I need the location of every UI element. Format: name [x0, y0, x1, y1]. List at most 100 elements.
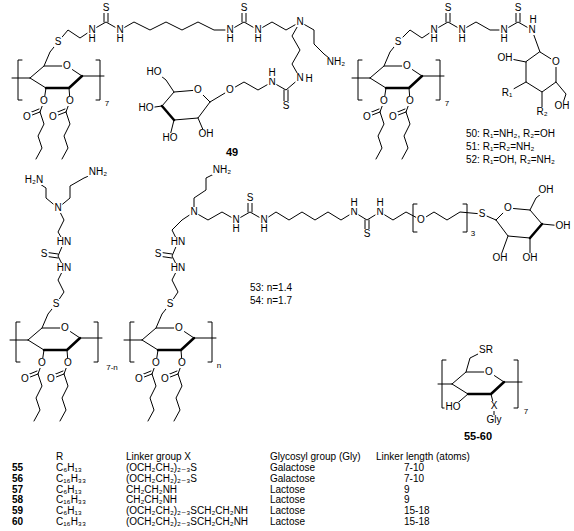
- atom-label: HO: [445, 402, 462, 412]
- atom-label: O: [551, 57, 561, 67]
- atom-label: H: [457, 34, 466, 44]
- atom-label: O: [39, 96, 49, 106]
- note-text: 52: R₁=OH, R₂=NH₂: [466, 155, 555, 165]
- atom-label: X: [490, 401, 499, 411]
- atom-label: S: [246, 193, 255, 203]
- atom-label: O: [503, 203, 513, 213]
- atom-label: O: [60, 323, 70, 333]
- table-cell: 15-18: [404, 506, 430, 516]
- repeat-subscript: 7: [105, 100, 109, 108]
- atom-label: S: [154, 249, 163, 259]
- atom-label: NH₂: [88, 167, 108, 177]
- atom-label: O: [484, 367, 494, 377]
- atom-label: O: [63, 358, 73, 368]
- table-cell: (OCH₂CH₂)₂₋₃S: [126, 463, 197, 473]
- atom-label: HN: [56, 263, 72, 273]
- atom-label: S: [52, 299, 61, 309]
- atom-label: O: [62, 61, 72, 71]
- repeat-subscript: 3: [471, 230, 475, 238]
- atom-label: N: [527, 25, 536, 35]
- table-cell: Lactose: [270, 506, 305, 516]
- atom-label: S: [394, 37, 403, 47]
- atom-label: O: [174, 323, 184, 333]
- atom-label: O: [379, 96, 389, 106]
- atom-label: HN: [170, 237, 186, 247]
- atom-label: H: [115, 34, 124, 44]
- repeat-subscript: 7: [445, 100, 449, 108]
- table-cell: (OCH₂CH₂)₂₋₃SCH₂CH₂NH: [126, 517, 248, 527]
- atom-label: OH: [554, 101, 571, 111]
- atom-label: S: [102, 3, 111, 13]
- table-cell: Galactose: [270, 463, 315, 473]
- table-cell: C₆H₁₃: [56, 485, 82, 495]
- atom-label: H: [429, 34, 438, 44]
- atom-label: O: [65, 96, 75, 106]
- atom-label: NH₂: [326, 57, 346, 67]
- note-text: 51: R₁=R₂=NH₂: [466, 142, 534, 152]
- compound-number: 55-60: [464, 431, 492, 442]
- atom-label: H: [499, 34, 508, 44]
- table-cell: CH₂CH₂NH: [126, 495, 177, 505]
- repeat-subscript: 7: [524, 408, 528, 416]
- table-cell: 7-10: [404, 474, 424, 484]
- atom-label: HN: [170, 263, 186, 273]
- table-cell: Linker length (atoms): [376, 452, 470, 462]
- atom-label: H: [225, 34, 234, 44]
- table-cell: (OCH₂CH₂)₂₋₃SCH₂CH₂NH: [126, 506, 248, 516]
- table-cell: Galactose: [270, 474, 315, 484]
- atom-label: O: [225, 85, 235, 95]
- atom-label: H: [259, 224, 268, 234]
- atom-label: H: [87, 34, 96, 44]
- atom-label: H: [528, 15, 537, 25]
- table-cell: 59: [12, 506, 23, 516]
- atom-label: O: [402, 61, 412, 71]
- atom-label: S: [166, 299, 175, 309]
- atom-label: H: [375, 198, 384, 208]
- atom-label: S: [40, 249, 49, 259]
- table-cell: 55: [12, 463, 23, 473]
- atom-label: O: [193, 85, 203, 95]
- table-cell: 60: [12, 517, 23, 527]
- atom-label: N: [295, 17, 304, 27]
- atom-label: HN: [56, 237, 72, 247]
- table-cell: 57: [12, 485, 23, 495]
- atom-label: O: [48, 112, 58, 122]
- atom-label: N: [189, 207, 198, 217]
- table-cell: 9: [404, 485, 410, 495]
- atom-label: O: [416, 215, 426, 225]
- atom-label: O: [20, 374, 30, 384]
- atom-label: R₁: [501, 88, 514, 98]
- table-cell: 7-10: [404, 463, 424, 473]
- table-cell: Lactose: [270, 495, 305, 505]
- table-cell: C₁₆H₃₃: [56, 495, 86, 505]
- atom-label: H: [267, 68, 276, 78]
- atom-label: S: [54, 37, 63, 47]
- atom-label: OH: [538, 185, 555, 195]
- table-cell: 58: [12, 495, 23, 505]
- atom-label: HO: [146, 67, 163, 77]
- table-cell: Lactose: [270, 485, 305, 495]
- table-cell: 15-18: [404, 517, 430, 527]
- atom-label: O: [46, 374, 56, 384]
- repeat-subscript: 7-n: [106, 364, 118, 372]
- atom-label: O: [37, 358, 47, 368]
- table-cell: C₆H₁₃: [56, 506, 82, 516]
- table-cell: 56: [12, 474, 23, 484]
- atom-label: H: [304, 74, 313, 84]
- table-cell: (OCH₂CH₂)₂₋₃S: [126, 474, 197, 484]
- atom-label: R₂: [535, 107, 548, 117]
- atom-label: N: [375, 207, 384, 217]
- atom-label: O: [134, 374, 144, 384]
- atom-label: N: [295, 73, 304, 83]
- atom-label: O: [405, 96, 415, 106]
- table-cell: C₁₆H₃₃: [56, 474, 86, 484]
- atom-label: OH: [555, 221, 572, 231]
- atom-label: O: [362, 112, 372, 122]
- atom-label: N: [53, 203, 62, 213]
- atom-label: HO: [162, 133, 179, 143]
- atom-label: N: [267, 77, 276, 87]
- table-cell: Glycosyl group (Gly): [270, 452, 361, 462]
- atom-label: OH: [497, 53, 514, 63]
